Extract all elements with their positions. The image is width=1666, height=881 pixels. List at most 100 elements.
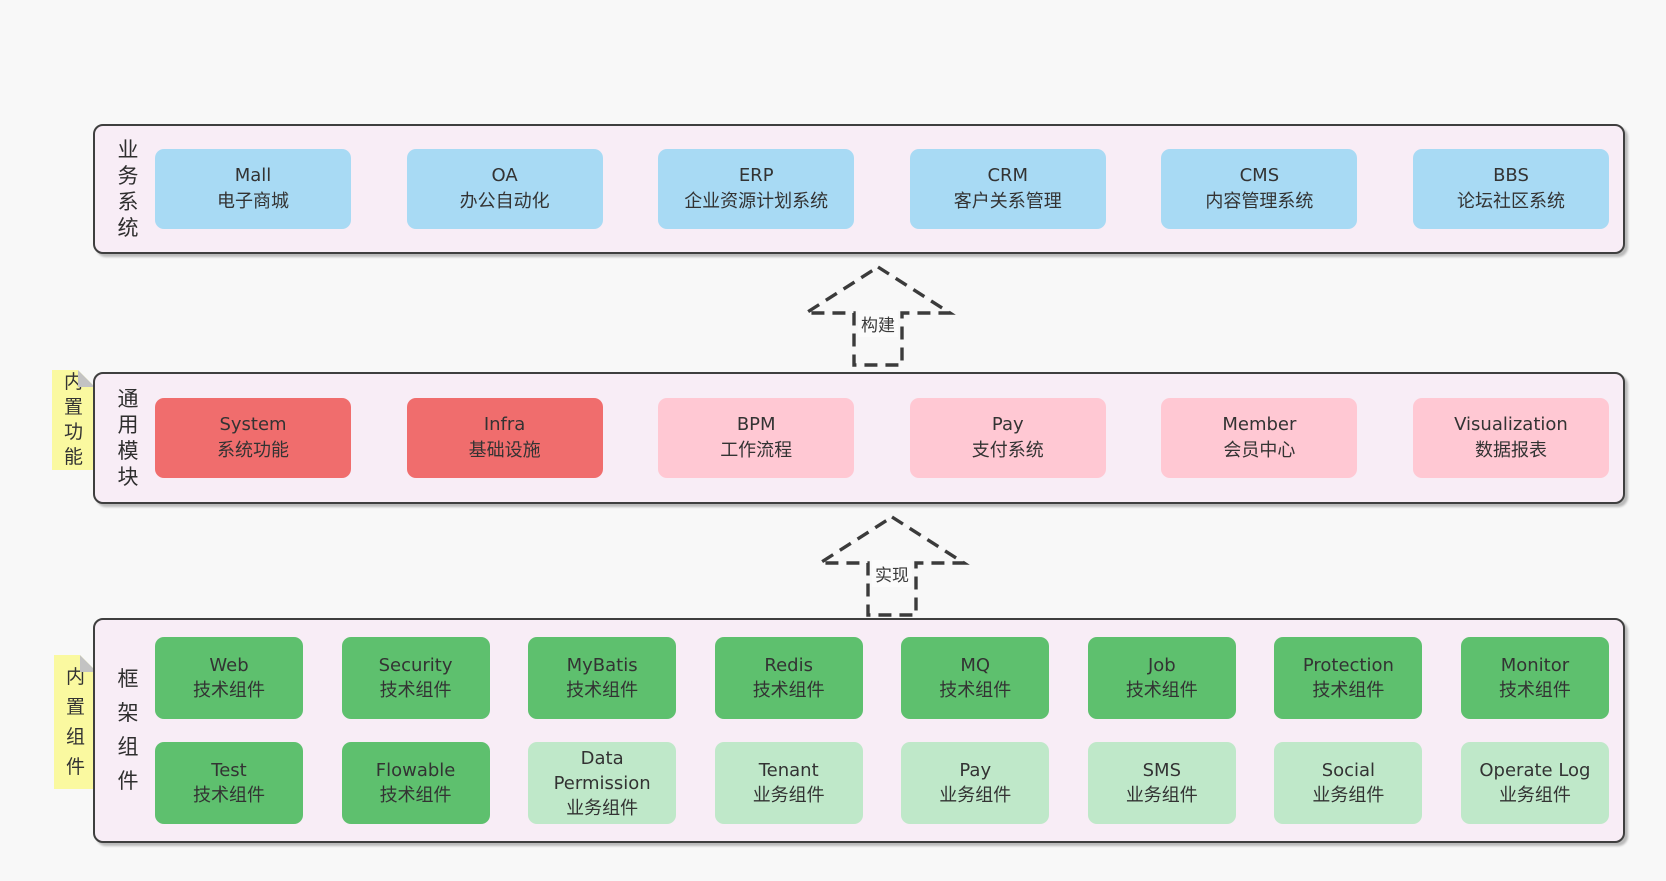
component-name: Mall (234, 165, 272, 186)
component-box-infra: Infra 基础设施 (406, 398, 603, 478)
component-box-test: Test 技术组件 (155, 742, 303, 824)
component-name: Job (1147, 655, 1176, 676)
component-desc: 电子商城 (217, 191, 289, 212)
component-desc: 技术组件 (379, 785, 452, 806)
arrow-build: 构建 (798, 264, 958, 368)
component-box-tenant: Tenant 业务组件 (714, 742, 863, 824)
component-name: BBS (1493, 165, 1529, 186)
component-name: Security (378, 655, 453, 676)
component-box-bpm: BPM 工作流程 (658, 398, 855, 478)
component-box-crm: CRM 客户关系管理 (909, 149, 1106, 229)
component-box-web: Web 技术组件 (155, 637, 303, 719)
component-desc: 会员中心 (1223, 440, 1296, 461)
component-name: MyBatis (566, 655, 638, 676)
component-row: System 系统功能 Infra 基础设施 BPM 工作流程 Pay 支付系统 Member 会… (155, 398, 1609, 478)
component-desc: 客户关系管理 (953, 191, 1062, 212)
component-box-job: Job 技术组件 (1087, 637, 1236, 719)
component-name: Redis (764, 655, 813, 676)
component-desc: 业务组件 (1312, 785, 1385, 806)
dashed-up-arrow-icon (814, 514, 970, 617)
sticky-note-built-in-features: 内置功能 (52, 370, 95, 470)
layer-label: 框架组件 (117, 667, 139, 793)
arrow-label: 构建 (858, 310, 898, 337)
component-desc: 技术组件 (752, 680, 825, 701)
component-desc: 技术组件 (193, 680, 265, 701)
component-box-mq: MQ 技术组件 (901, 637, 1050, 719)
sticky-note-built-in-components: 内置组件 (54, 655, 97, 789)
arrow-implement: 实现 (812, 514, 972, 618)
component-box-bbs: BBS 论坛社区系统 (1412, 149, 1609, 229)
component-desc: 技术组件 (939, 680, 1012, 701)
component-box-member: Member 会员中心 (1161, 398, 1358, 478)
component-name: OA (491, 165, 518, 186)
component-name: Infra (483, 414, 526, 435)
component-box-oa: OA 办公自动化 (406, 149, 603, 229)
component-desc: 业务组件 (1498, 785, 1571, 806)
component-desc: 论坛社区系统 (1456, 191, 1565, 212)
component-desc: 技术组件 (1125, 680, 1198, 701)
component-name: ERP (738, 165, 774, 186)
layer-label: 业务系统 (117, 137, 139, 240)
component-desc: 技术组件 (1498, 680, 1571, 701)
component-desc: 技术组件 (1312, 680, 1385, 701)
component-name: SMS (1142, 760, 1181, 781)
component-name: BPM (736, 414, 776, 435)
component-desc: 工作流程 (720, 440, 793, 461)
component-name: Monitor (1500, 655, 1570, 676)
component-desc: 业务组件 (1125, 785, 1198, 806)
component-name: System (219, 414, 287, 435)
component-desc: 内容管理系统 (1205, 191, 1314, 212)
component-box-pay: Pay 支付系统 (909, 398, 1106, 478)
component-desc: 技术组件 (193, 785, 265, 806)
component-box-mall: Mall 电子商城 (155, 149, 351, 229)
component-name: CRM (987, 165, 1029, 186)
component-box-mybatis: MyBatis 技术组件 (528, 637, 677, 719)
component-name: CMS (1239, 165, 1280, 186)
component-name: Flowable (375, 760, 456, 781)
component-name: Pay (959, 760, 992, 781)
component-desc: 数据报表 (1474, 440, 1547, 461)
component-box-cms: CMS 内容管理系统 (1161, 149, 1358, 229)
component-name: Member (1222, 414, 1297, 435)
component-box-pay: Pay 业务组件 (901, 742, 1050, 824)
component-name: Web (209, 655, 249, 676)
component-box-monitor: Monitor 技术组件 (1460, 637, 1609, 719)
layer-label: 通用模块 (117, 386, 139, 489)
component-name: Test (211, 760, 247, 781)
component-desc: 系统功能 (217, 440, 289, 461)
component-box-redis: Redis 技术组件 (714, 637, 863, 719)
component-name: Tenant (758, 760, 819, 781)
component-name: Visualization (1454, 414, 1568, 435)
component-desc: 业务组件 (566, 797, 639, 819)
component-desc: 业务组件 (752, 785, 825, 806)
component-box-system: System 系统功能 (155, 398, 351, 478)
component-name: Pay (991, 414, 1024, 435)
layer-rows: System 系统功能 Infra 基础设施 BPM 工作流程 Pay 支付系统 Member 会… (155, 374, 1609, 502)
component-desc: 技术组件 (566, 680, 639, 701)
component-box-social: Social 业务组件 (1274, 742, 1423, 824)
component-desc: 业务组件 (939, 785, 1012, 806)
component-desc: 办公自动化 (459, 191, 550, 212)
component-box-flowable: Flowable 技术组件 (341, 742, 490, 824)
component-name: MQ (960, 655, 991, 676)
component-name: Data Permission (553, 747, 651, 794)
layer-common-modules: 通用模块 System 系统功能 Infra 基础设施 BPM 工作流程 Pay 支付系统 Me… (93, 372, 1625, 504)
component-box-sms: SMS 业务组件 (1087, 742, 1236, 824)
component-desc: 支付系统 (971, 440, 1044, 461)
sticky-note-text: 内置功能 (63, 371, 83, 468)
component-box-data-permission: Data Permission 业务组件 (528, 742, 677, 824)
dashed-up-arrow-icon (800, 264, 956, 367)
component-desc: 基础设施 (468, 440, 541, 461)
component-name: Social (1321, 760, 1376, 781)
